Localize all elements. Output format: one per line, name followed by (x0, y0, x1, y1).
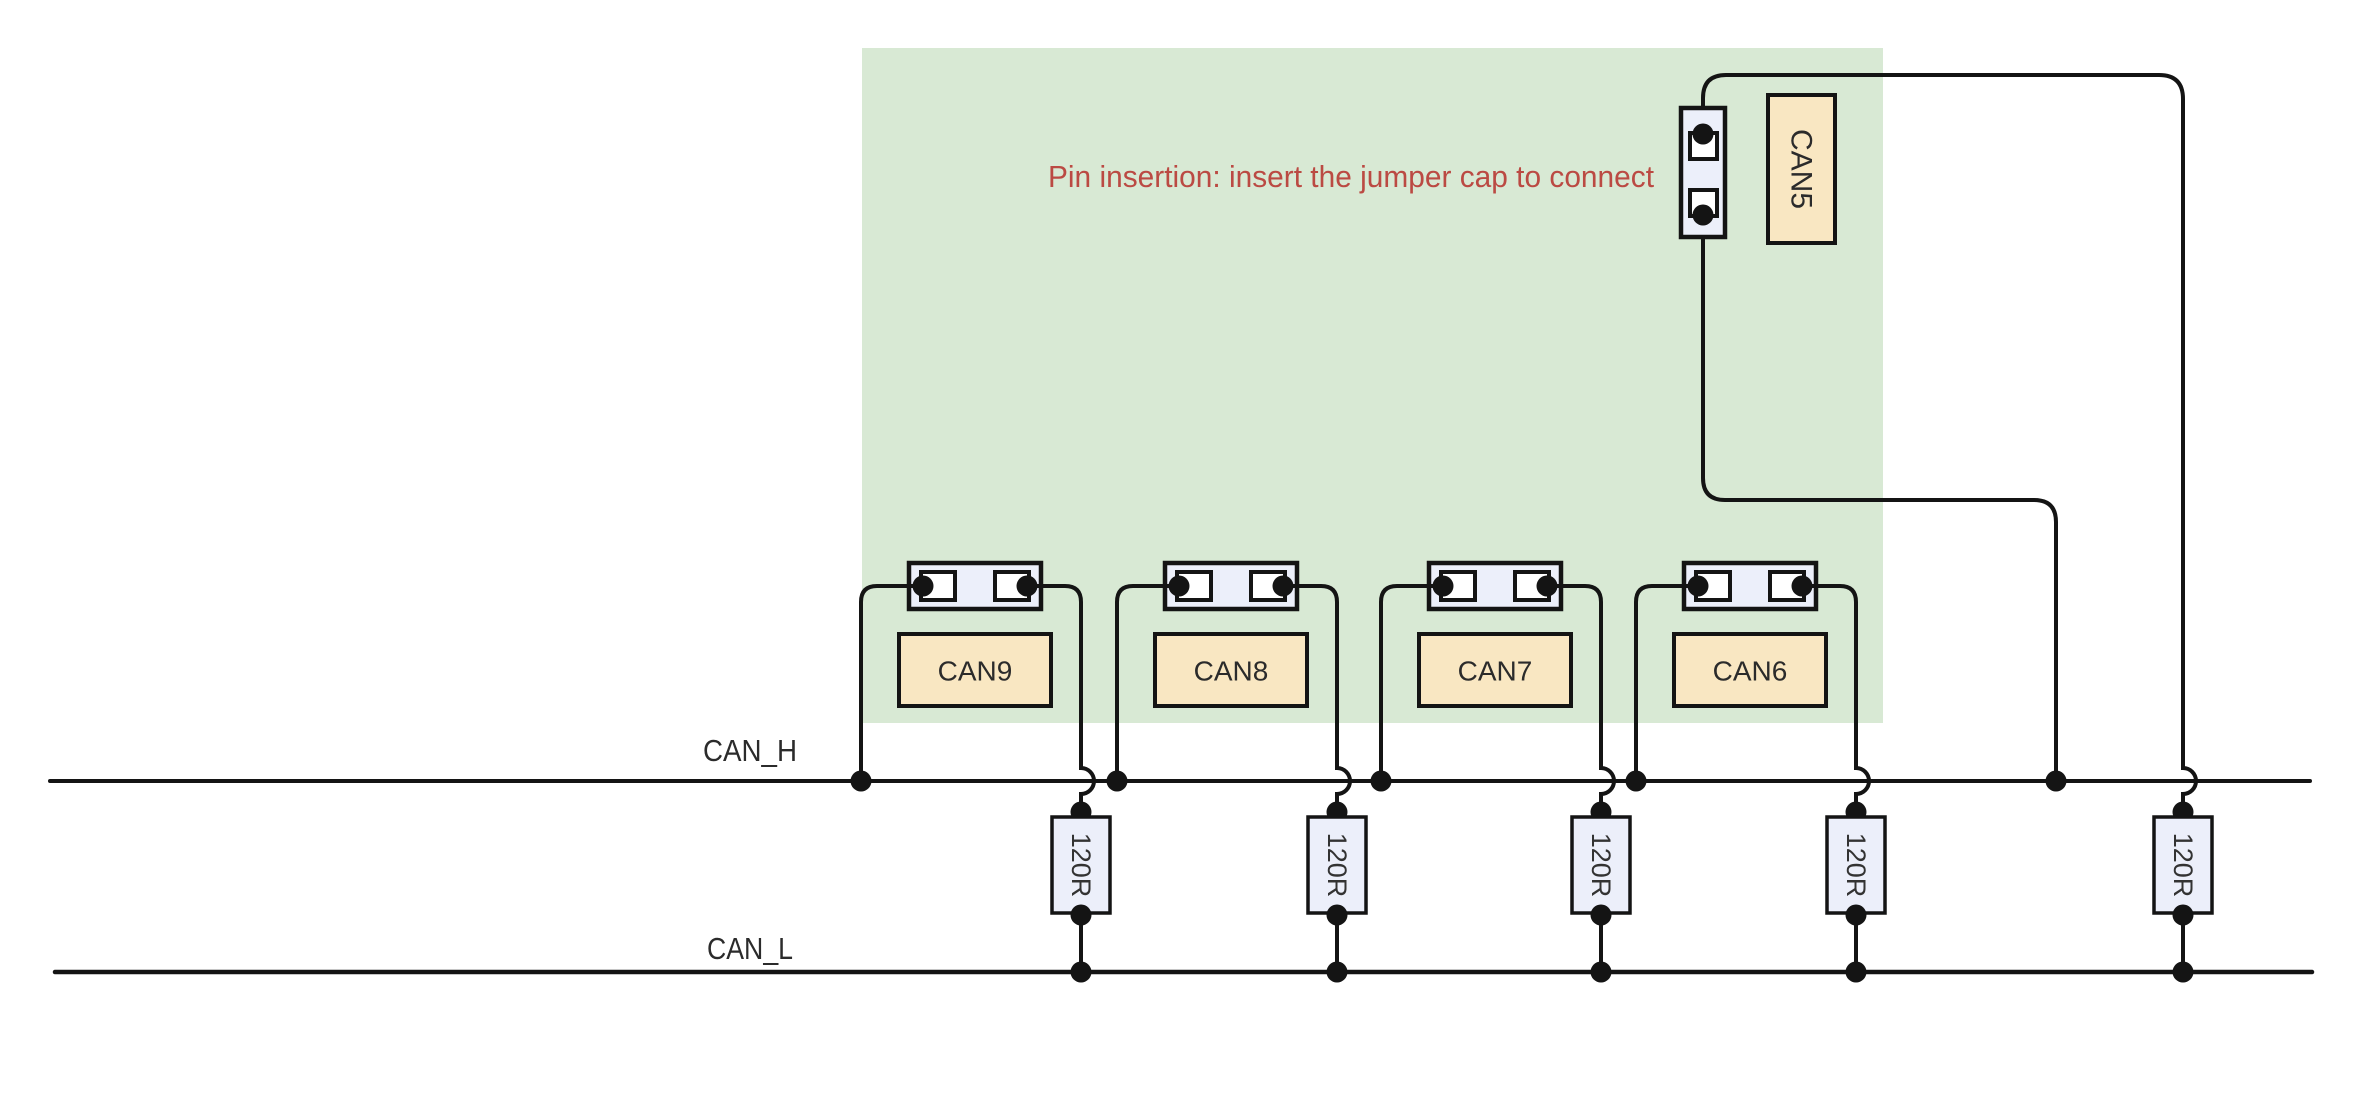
can8-label: CAN8 (1194, 656, 1269, 687)
termination-resistor: 120R (1050, 801, 1112, 983)
can9-box (897, 632, 1053, 708)
canl-junction-dot (2172, 961, 2194, 983)
right-branch-wire-with-hop (1281, 584, 1352, 814)
channel-can5: CAN5 120R (1678, 73, 2214, 983)
channel-can7: CAN7 120R (1370, 560, 1632, 983)
resistor-body (1306, 815, 1368, 915)
channel-can6: CAN6 120R (1625, 560, 1887, 983)
jumper-pin-dot (1791, 575, 1813, 597)
can-h-label: CAN_H (703, 733, 797, 768)
channel-can8: CAN8 120R (1106, 560, 1368, 983)
jumper-pin-dot (1016, 575, 1038, 597)
canl-junction-dot (1070, 961, 1092, 983)
jumper-pin-dot (1272, 575, 1294, 597)
right-branch-wire-with-hop (1800, 584, 1871, 814)
highlight-region (862, 48, 1883, 723)
can7-label: CAN7 (1458, 656, 1533, 687)
channel-can9: CAN9 120R (850, 560, 1112, 983)
right-branch-wire-with-hop (1025, 584, 1096, 814)
resistor-label: 120R (1841, 833, 1871, 898)
right-branch-wire-with-hop (1545, 584, 1616, 814)
resistor-label: 120R (1586, 833, 1616, 898)
canl-junction-dot (1845, 961, 1867, 983)
left-branch-wire (1634, 584, 1700, 783)
resistor-label: 120R (1066, 833, 1096, 898)
left-branch-wire (1115, 584, 1181, 783)
left-branch-wire (859, 584, 925, 783)
can7-box (1417, 632, 1573, 708)
resistor-body (1825, 815, 1887, 915)
junction-dot (850, 770, 872, 792)
can8-box (1153, 632, 1309, 708)
resistor-label: 120R (1322, 833, 1352, 898)
can6-box (1672, 632, 1828, 708)
bottom-branch-wire (1701, 215, 2058, 783)
can5-box (1766, 93, 1837, 245)
jumper-pin-dot (1432, 575, 1454, 597)
junction-dot (1625, 770, 1647, 792)
jumper-pin-dot (1168, 575, 1190, 597)
resistor-label: 120R (2168, 833, 2198, 898)
jumper-pin-dot (912, 575, 934, 597)
can-l-label: CAN_L (707, 931, 793, 966)
resistor-body (1570, 815, 1632, 915)
termination-resistor: 120R (2152, 801, 2214, 983)
jumper-pin-dot (1536, 575, 1558, 597)
jumper-pin-dot (1687, 575, 1709, 597)
left-branch-wire (1379, 584, 1445, 783)
can6-label: CAN6 (1713, 656, 1788, 687)
junction-dot (2045, 770, 2067, 792)
jumper-pin-dot (1692, 123, 1714, 145)
resistor-body (2152, 815, 2214, 915)
canl-junction-dot (1326, 961, 1348, 983)
can5-label: CAN5 (1785, 129, 1818, 209)
annotation-text: Pin insertion: insert the jumper cap to … (1048, 159, 1654, 194)
can9-label: CAN9 (938, 656, 1013, 687)
top-branch-wire-with-hop (1701, 73, 2198, 814)
termination-resistor: 120R (1570, 801, 1632, 983)
canl-junction-dot (1590, 961, 1612, 983)
junction-dot (1370, 770, 1392, 792)
jumper-pin-dot (1692, 204, 1714, 226)
termination-resistor: 120R (1825, 801, 1887, 983)
junction-dot (1106, 770, 1128, 792)
termination-resistor: 120R (1306, 801, 1368, 983)
resistor-body (1050, 815, 1112, 915)
